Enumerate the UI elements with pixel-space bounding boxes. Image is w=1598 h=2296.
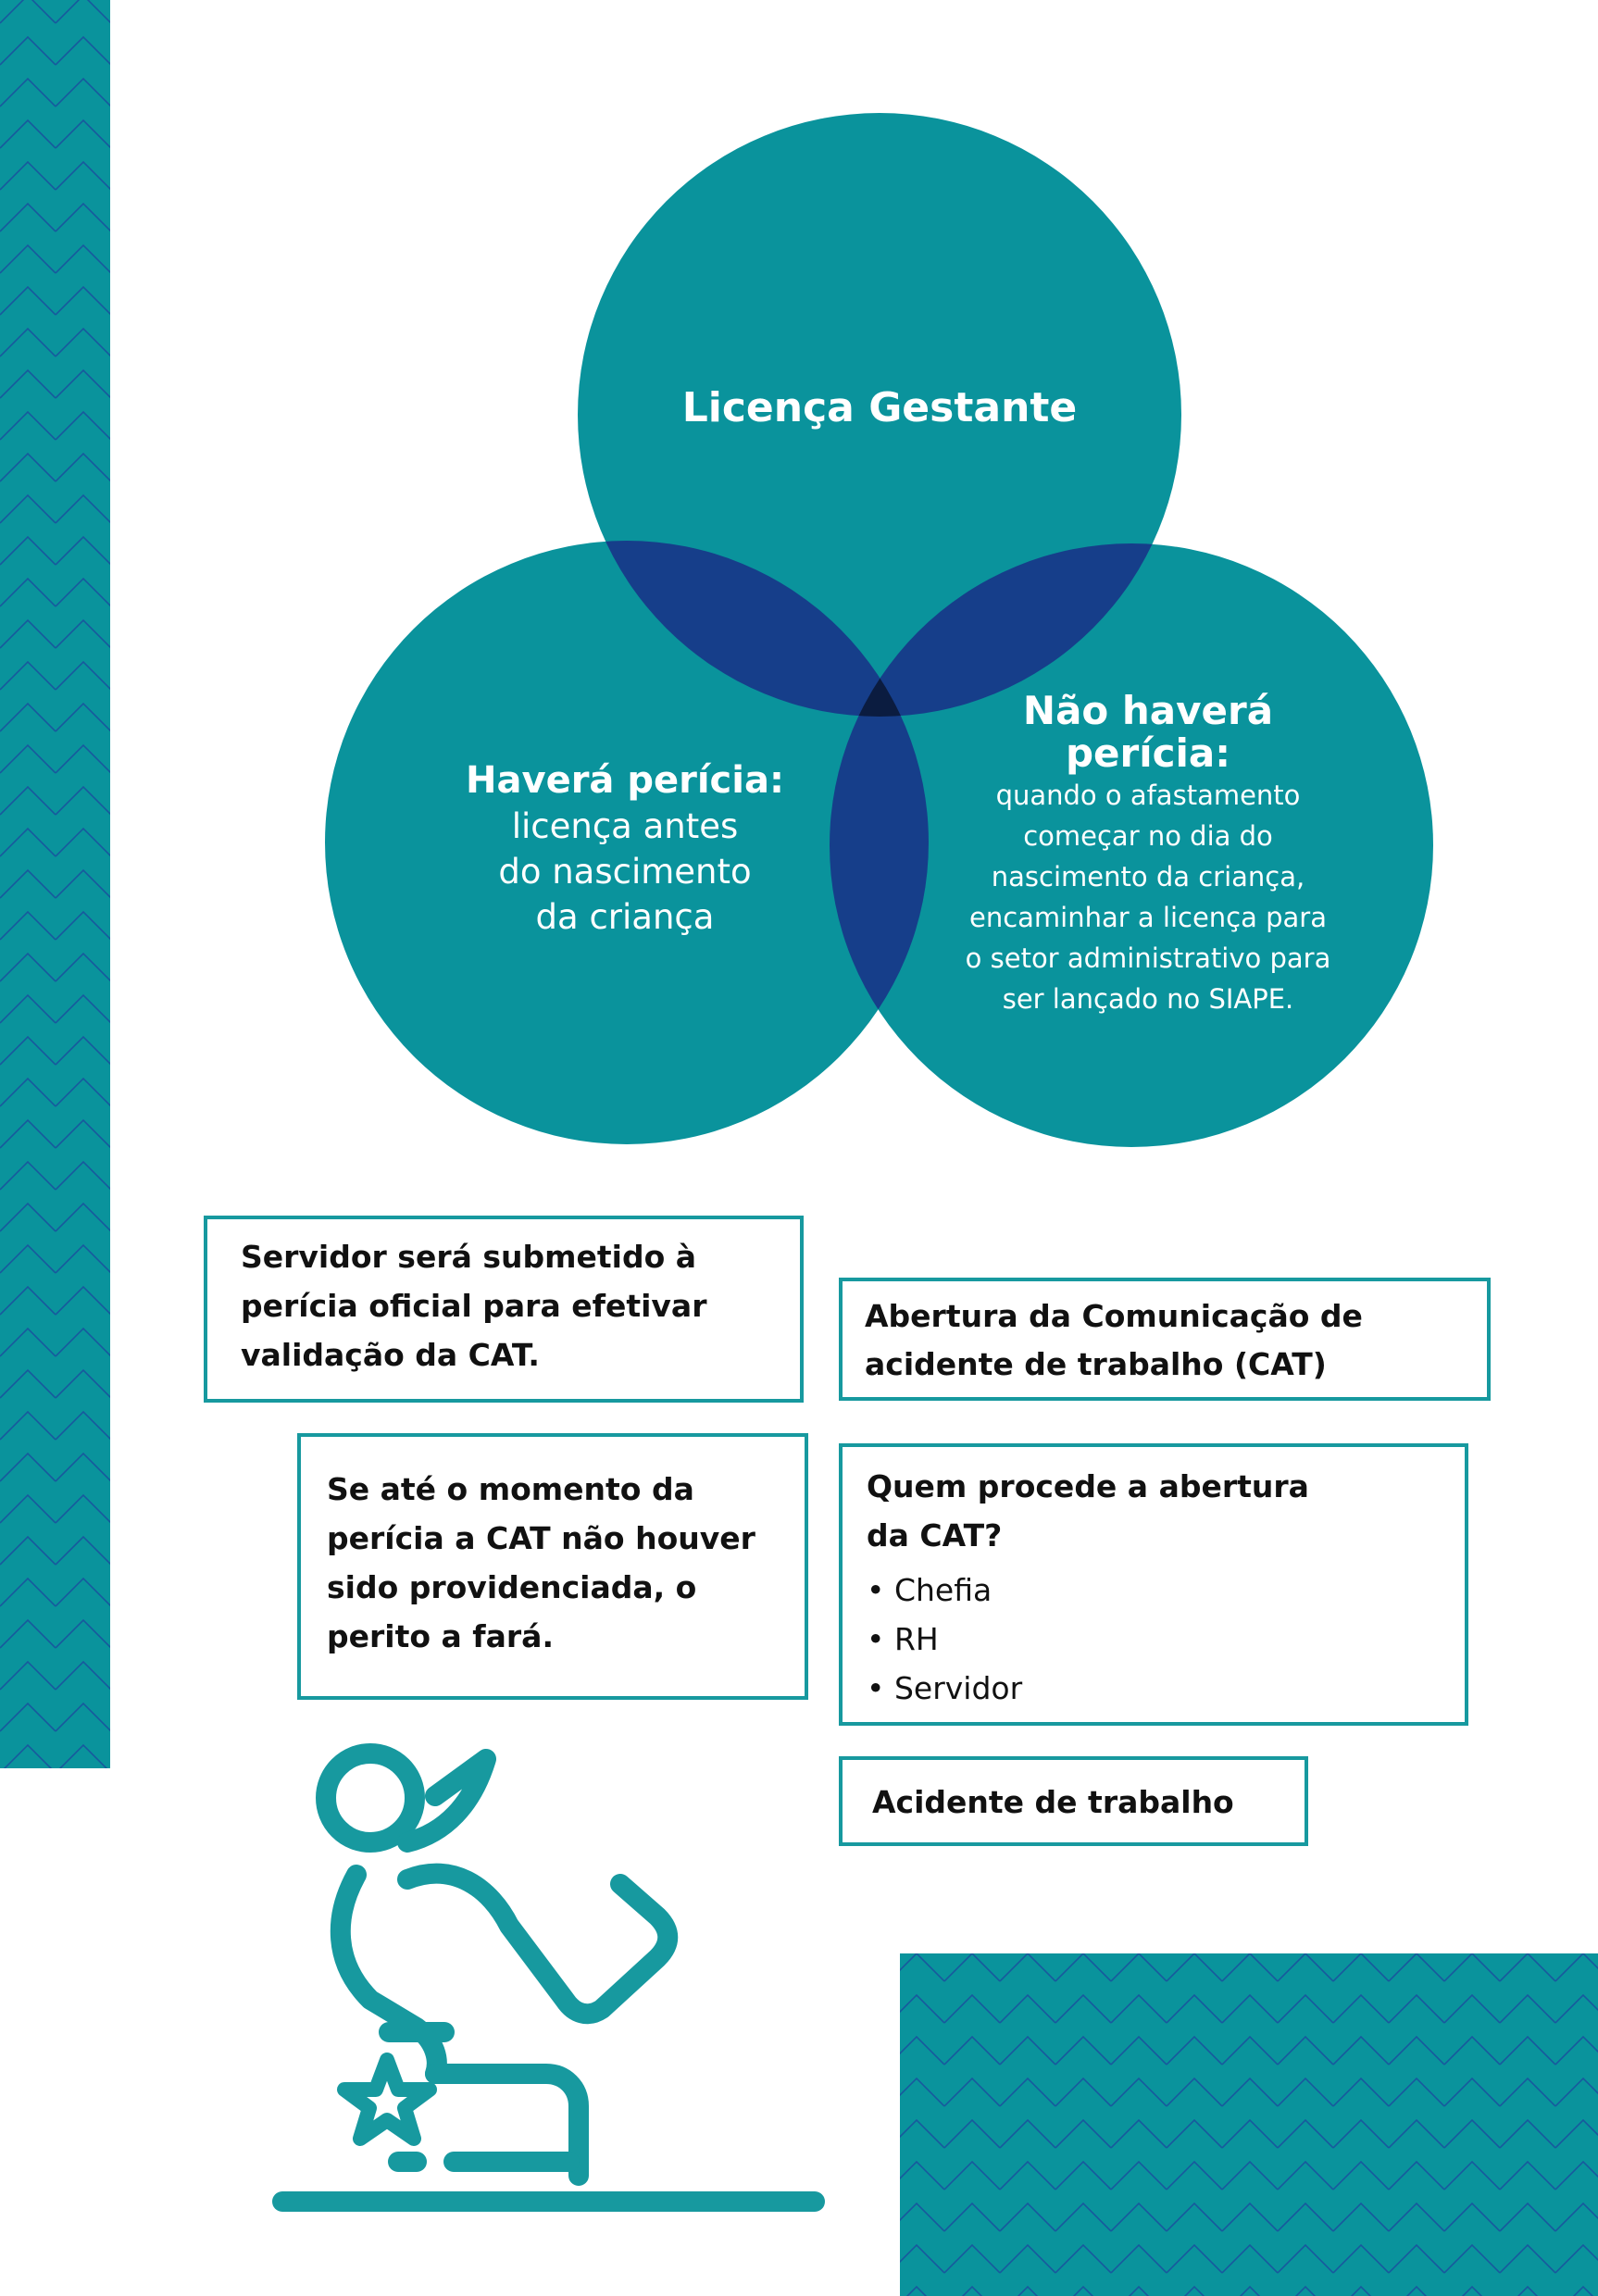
circle-right-line: ser lançado no SIAPE. bbox=[1002, 983, 1294, 1015]
box-expert-cat-line: sido providenciada, o bbox=[327, 1569, 697, 1605]
circle-right-title-line: Não haverá bbox=[1022, 688, 1274, 733]
circle-left-line: licença antes bbox=[511, 806, 739, 846]
box-cat-validation-line: Servidor será submetido à bbox=[241, 1239, 697, 1275]
box-who-opens-cat: Quem procede a abertura da CAT? • Chefia… bbox=[839, 1443, 1468, 1726]
circle-right-line: quando o afastamento bbox=[995, 780, 1301, 811]
person-body bbox=[330, 1865, 447, 2084]
circle-top-text: Licença Gestante bbox=[648, 375, 1111, 442]
circle-left-line: do nascimento bbox=[498, 852, 752, 892]
circle-right-line: nascimento da criança, bbox=[991, 861, 1305, 892]
list-item: • Chefia bbox=[867, 1572, 993, 1608]
circle-right-text: Não haverá perícia: quando o afastamento… bbox=[917, 690, 1380, 1019]
bottom-right-band-pattern bbox=[900, 1953, 1598, 2296]
box-who-opens-cat-line: da CAT? bbox=[867, 1517, 1003, 1554]
circle-right-line: o setor administrativo para bbox=[965, 942, 1331, 974]
circle-left-text: Haverá perícia: licença antes do nascime… bbox=[421, 757, 829, 940]
box-cat-opening-line: Abertura da Comunicação de bbox=[865, 1298, 1363, 1334]
circle-left-line: da criança bbox=[535, 897, 715, 937]
box-expert-cat-line: Se até o momento da bbox=[327, 1471, 694, 1507]
who-opens-cat-list: • Chefia • RH • Servidor bbox=[867, 1566, 1465, 1713]
box-cat-validation: Servidor será submetido à perícia oficia… bbox=[204, 1216, 804, 1403]
person-kicked-leg bbox=[397, 1863, 679, 2025]
list-item: • RH bbox=[867, 1621, 939, 1657]
circle-top-title: Licença Gestante bbox=[681, 384, 1078, 431]
box-who-opens-cat-line: Quem procede a abertura bbox=[867, 1468, 1309, 1504]
person-standing-leg bbox=[425, 2064, 589, 2186]
box-cat-opening-line: acidente de trabalho (CAT) bbox=[865, 1346, 1327, 1382]
overlap-top-right bbox=[830, 543, 1181, 717]
box-expert-cat-line: perícia a CAT não houver bbox=[327, 1520, 755, 1556]
circle-right-line: começar no dia do bbox=[1023, 820, 1273, 852]
overlap-top-left bbox=[578, 541, 929, 717]
star-icon bbox=[337, 2053, 437, 2146]
box-expert-cat-line: perito a fará. bbox=[327, 1618, 554, 1654]
circle-left-title: Haverá perícia: bbox=[466, 759, 784, 802]
box-expert-cat: Se até o momento da perícia a CAT não ho… bbox=[297, 1433, 808, 1700]
circle-right-line: encaminhar a licença para bbox=[969, 902, 1327, 933]
falling-person-icon bbox=[272, 1743, 825, 2212]
box-cat-validation-line: perícia oficial para efetivar bbox=[241, 1288, 707, 1324]
box-cat-validation-line: validação da CAT. bbox=[241, 1337, 540, 1373]
left-band-pattern bbox=[0, 0, 110, 1768]
person-raised-arm bbox=[397, 1749, 496, 1853]
box-work-accident: Acidente de trabalho bbox=[839, 1756, 1308, 1846]
box-work-accident-label: Acidente de trabalho bbox=[872, 1784, 1234, 1820]
person-head bbox=[316, 1743, 425, 1853]
list-item: • Servidor bbox=[867, 1670, 1023, 1706]
circle-right-title-line: perícia: bbox=[1065, 730, 1231, 776]
box-cat-opening: Abertura da Comunicação de acidente de t… bbox=[839, 1278, 1491, 1401]
